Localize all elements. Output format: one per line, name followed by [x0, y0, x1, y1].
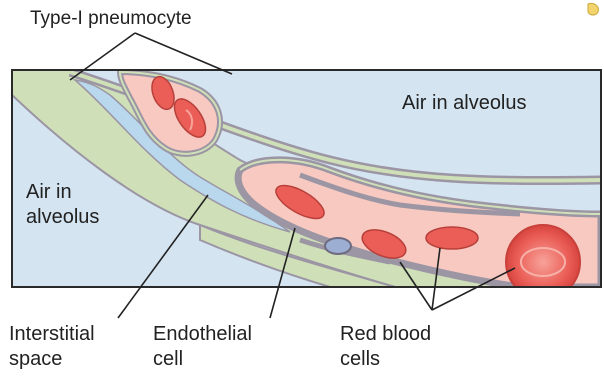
- label-type-i-pneumocyte: Type-I pneumocyte: [30, 6, 192, 31]
- label-red-blood-cells: Red blood cells: [340, 322, 431, 372]
- label-line: Interstitial: [9, 322, 95, 347]
- label-air-in-alveolus-left: Air in alveolus: [26, 180, 99, 230]
- label-air-in-alveolus-right: Air in alveolus: [402, 91, 527, 116]
- label-line: space: [9, 347, 95, 372]
- label-line: cells: [340, 347, 431, 372]
- label-line: Endothelial: [153, 322, 252, 347]
- label-line: Air in: [26, 180, 99, 205]
- label-interstitial-space: Interstitial space: [9, 322, 95, 372]
- label-line: cell: [153, 347, 252, 372]
- endothelial-nucleus: [325, 238, 351, 254]
- leader-line: [135, 33, 232, 74]
- label-line: Red blood: [340, 322, 431, 347]
- label-endothelial-cell: Endothelial cell: [153, 322, 252, 372]
- red-blood-cell: [426, 227, 478, 249]
- corner-mark-icon: [588, 3, 598, 15]
- label-line: alveolus: [26, 205, 99, 230]
